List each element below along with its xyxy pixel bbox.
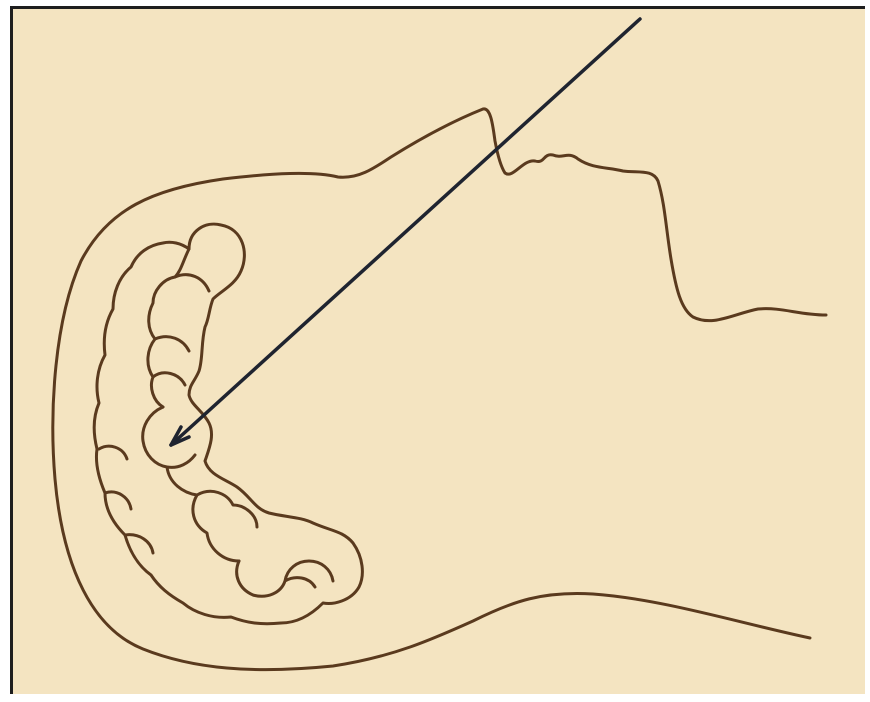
illustration-panel xyxy=(10,6,865,694)
panel-background xyxy=(13,9,865,694)
head-brain-illustration xyxy=(13,9,865,694)
